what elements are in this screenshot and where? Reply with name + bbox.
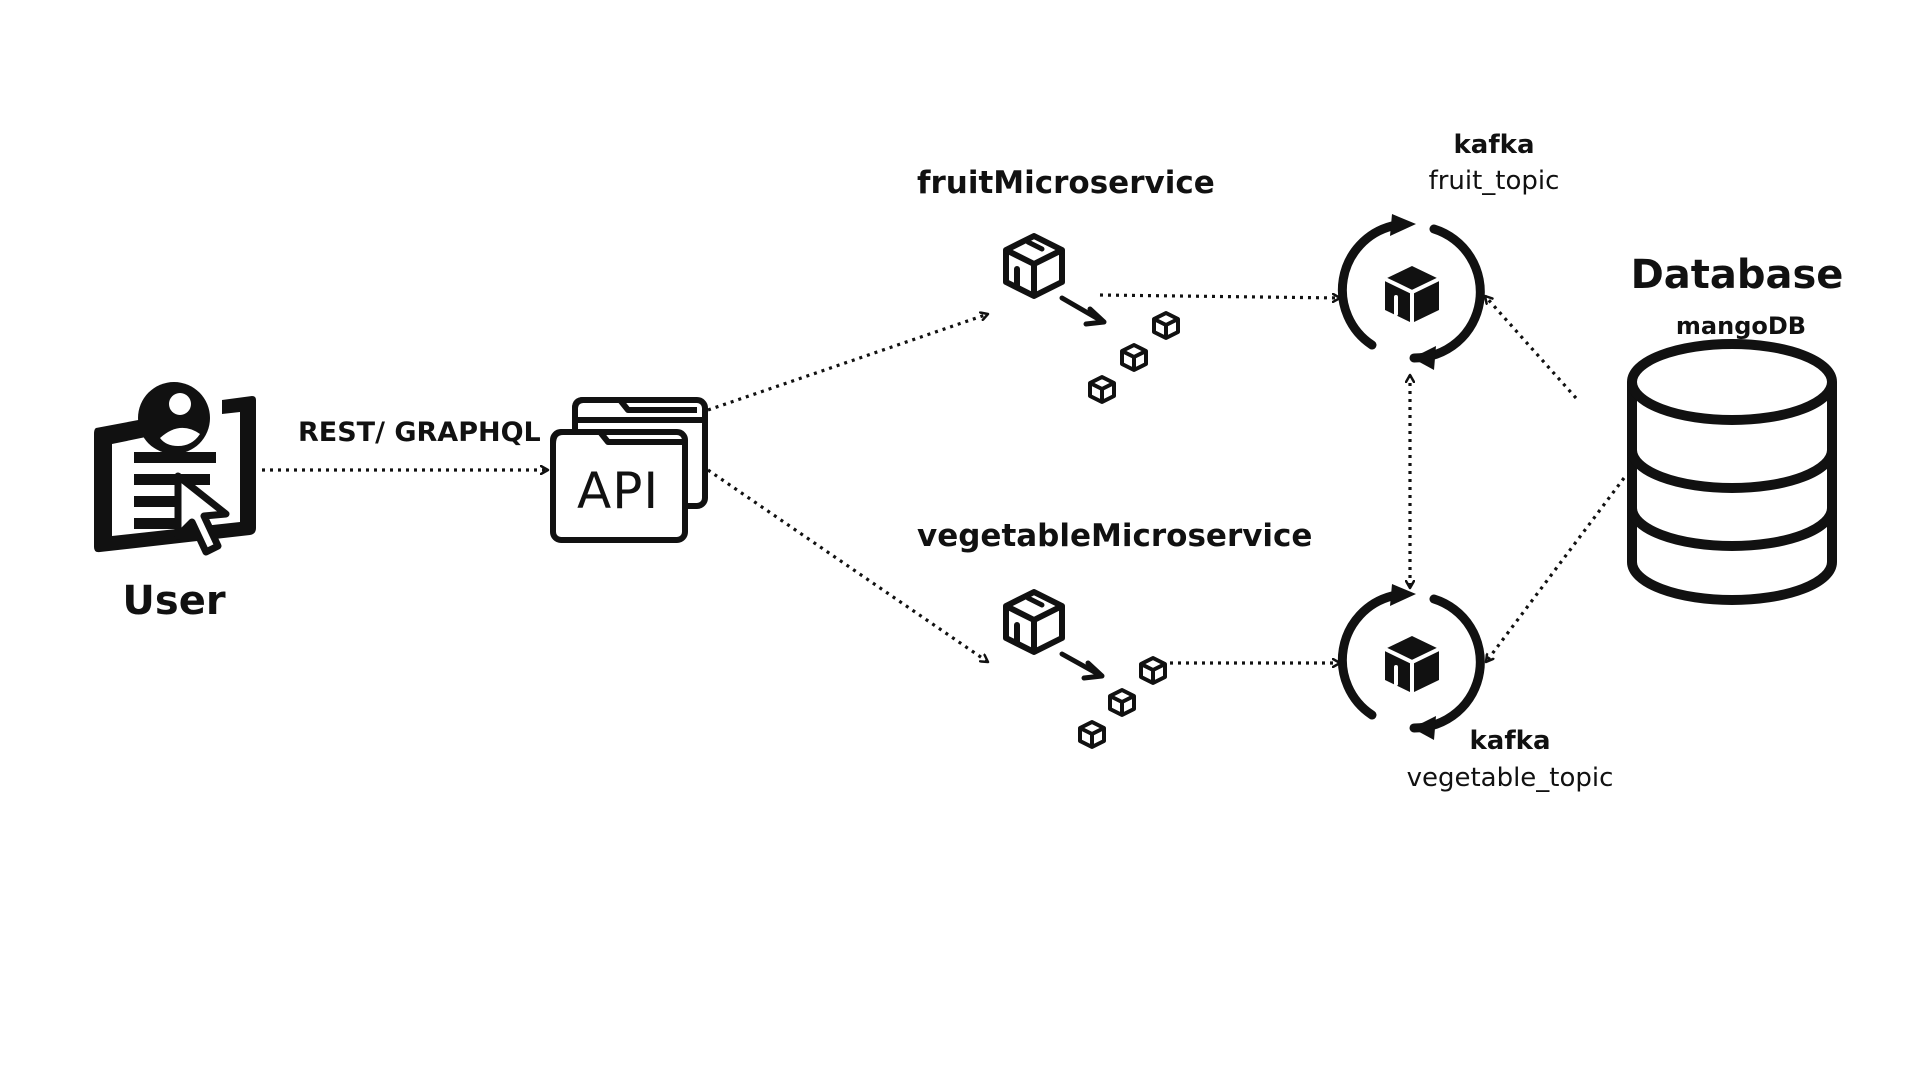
- vegetable-service-icon: [1006, 592, 1105, 681]
- protocol-label: REST/ GRAPHQL: [298, 417, 541, 448]
- user-label: User: [122, 578, 226, 624]
- api-to-fruit-arrow: [707, 314, 988, 412]
- fruit-event-cubes-icon: [1088, 311, 1180, 404]
- vegetable-kafka-title: kafka: [1469, 726, 1551, 756]
- api-label: API: [577, 462, 660, 520]
- database-to-vegetable-kafka-arrow: [1484, 477, 1626, 662]
- vegetable-kafka-refresh-icon: [1342, 584, 1480, 740]
- database-subtitle: mangoDB: [1675, 312, 1807, 340]
- fruit-service-label: fruitMicroservice: [917, 165, 1215, 201]
- fruit-kafka-topic: fruit_topic: [1428, 166, 1560, 196]
- vegetable-kafka-topic: vegetable_topic: [1406, 763, 1614, 793]
- fruit-to-kafka-arrow: [1099, 295, 1340, 298]
- fruit-kafka-title: kafka: [1453, 130, 1535, 160]
- api-window-icon: [550, 397, 708, 543]
- database-title: Database: [1630, 252, 1844, 298]
- fruit-kafka-refresh-icon: [1342, 214, 1480, 370]
- api-to-vegetable-arrow: [707, 468, 988, 664]
- connectors: [262, 295, 1626, 664]
- vegetable-service-label: vegetableMicroservice: [917, 518, 1313, 554]
- database-cylinder-icon: [1627, 339, 1837, 605]
- database-to-fruit-kafka-arrow: [1485, 296, 1578, 400]
- user-id-card-cursor-icon: [94, 382, 256, 556]
- fruit-service-icon: [1006, 236, 1107, 327]
